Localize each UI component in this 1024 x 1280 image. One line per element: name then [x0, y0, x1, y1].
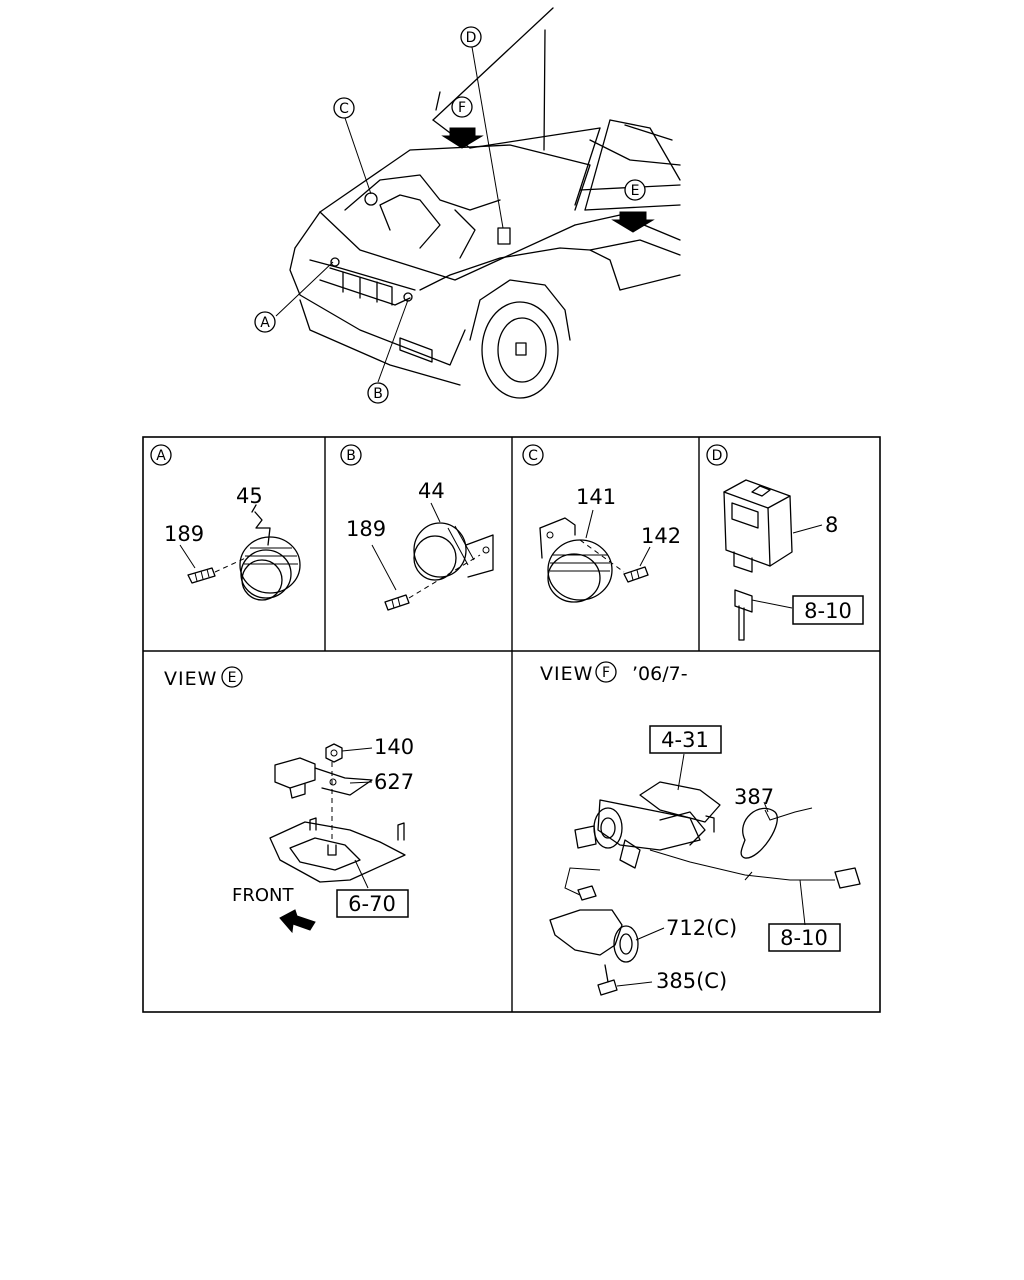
part-140: 140 [374, 735, 414, 759]
panel-a-letter: A [156, 448, 166, 464]
panel-d-letter: D [712, 448, 723, 464]
panel-d: D 8 8-10 [706, 444, 864, 641]
ref-6-70: 6-70 [348, 892, 396, 916]
part-8: 8 [825, 513, 838, 537]
view-f-date: ’06/7- [632, 663, 688, 685]
panel-c-letter: C [528, 448, 538, 464]
callout-e-overview: E [624, 179, 646, 201]
ref-box-8-10-d [792, 595, 864, 625]
view-e-word: VIEW [164, 668, 217, 690]
vehicle-overview [275, 7, 681, 399]
part-189-b: 189 [346, 517, 386, 541]
part-44: 44 [418, 479, 445, 503]
sensor-bracket [269, 743, 406, 889]
part-387: 387 [734, 785, 774, 809]
callout-b-overview: B [367, 382, 389, 404]
panel-b: B 44 189 [340, 444, 494, 611]
svg-text:E: E [631, 183, 640, 199]
svg-text:B: B [373, 386, 383, 402]
view-f-word: VIEW [540, 663, 593, 685]
svg-text:F: F [458, 100, 466, 116]
view-f-letter: F [602, 665, 610, 681]
ref-4-31: 4-31 [661, 728, 709, 752]
panel-e: VIEW E 140 627 6-70 FRONT [164, 666, 414, 934]
svg-text:A: A [260, 315, 270, 331]
control-module [723, 479, 823, 641]
svg-text:D: D [466, 30, 477, 46]
view-e-letter: E [228, 670, 237, 686]
callout-a-overview: A [254, 311, 276, 333]
ref-box-4-31 [649, 725, 722, 754]
detail-grid-frame [142, 436, 881, 1013]
callout-d-overview: D [460, 26, 482, 48]
ref-8-10-d: 8-10 [804, 599, 852, 623]
horn-b [371, 502, 494, 611]
panel-f: VIEW F ’06/7- 4-31 387 712(C) 8-10 385(C… [540, 661, 861, 996]
panel-a: A 45 189 [150, 444, 301, 601]
steering-column-assembly [549, 753, 861, 996]
part-189-a: 189 [164, 522, 204, 546]
svg-text:C: C [339, 101, 349, 117]
horn-a [179, 504, 301, 601]
panel-c: C 141 142 [522, 444, 681, 603]
ref-box-6-70 [336, 889, 409, 918]
panel-b-letter: B [346, 448, 356, 464]
part-142: 142 [641, 524, 681, 548]
front-label: FRONT [232, 885, 294, 906]
part-385c: 385(C) [656, 969, 727, 993]
ref-8-10-f: 8-10 [780, 926, 828, 950]
part-141: 141 [576, 485, 616, 509]
front-arrow [279, 909, 316, 934]
part-712c: 712(C) [666, 916, 737, 940]
callout-c-overview: C [333, 97, 355, 119]
horn-c [539, 509, 651, 603]
part-45: 45 [236, 484, 263, 508]
part-627: 627 [374, 770, 414, 794]
callout-f-overview: F [451, 96, 473, 118]
